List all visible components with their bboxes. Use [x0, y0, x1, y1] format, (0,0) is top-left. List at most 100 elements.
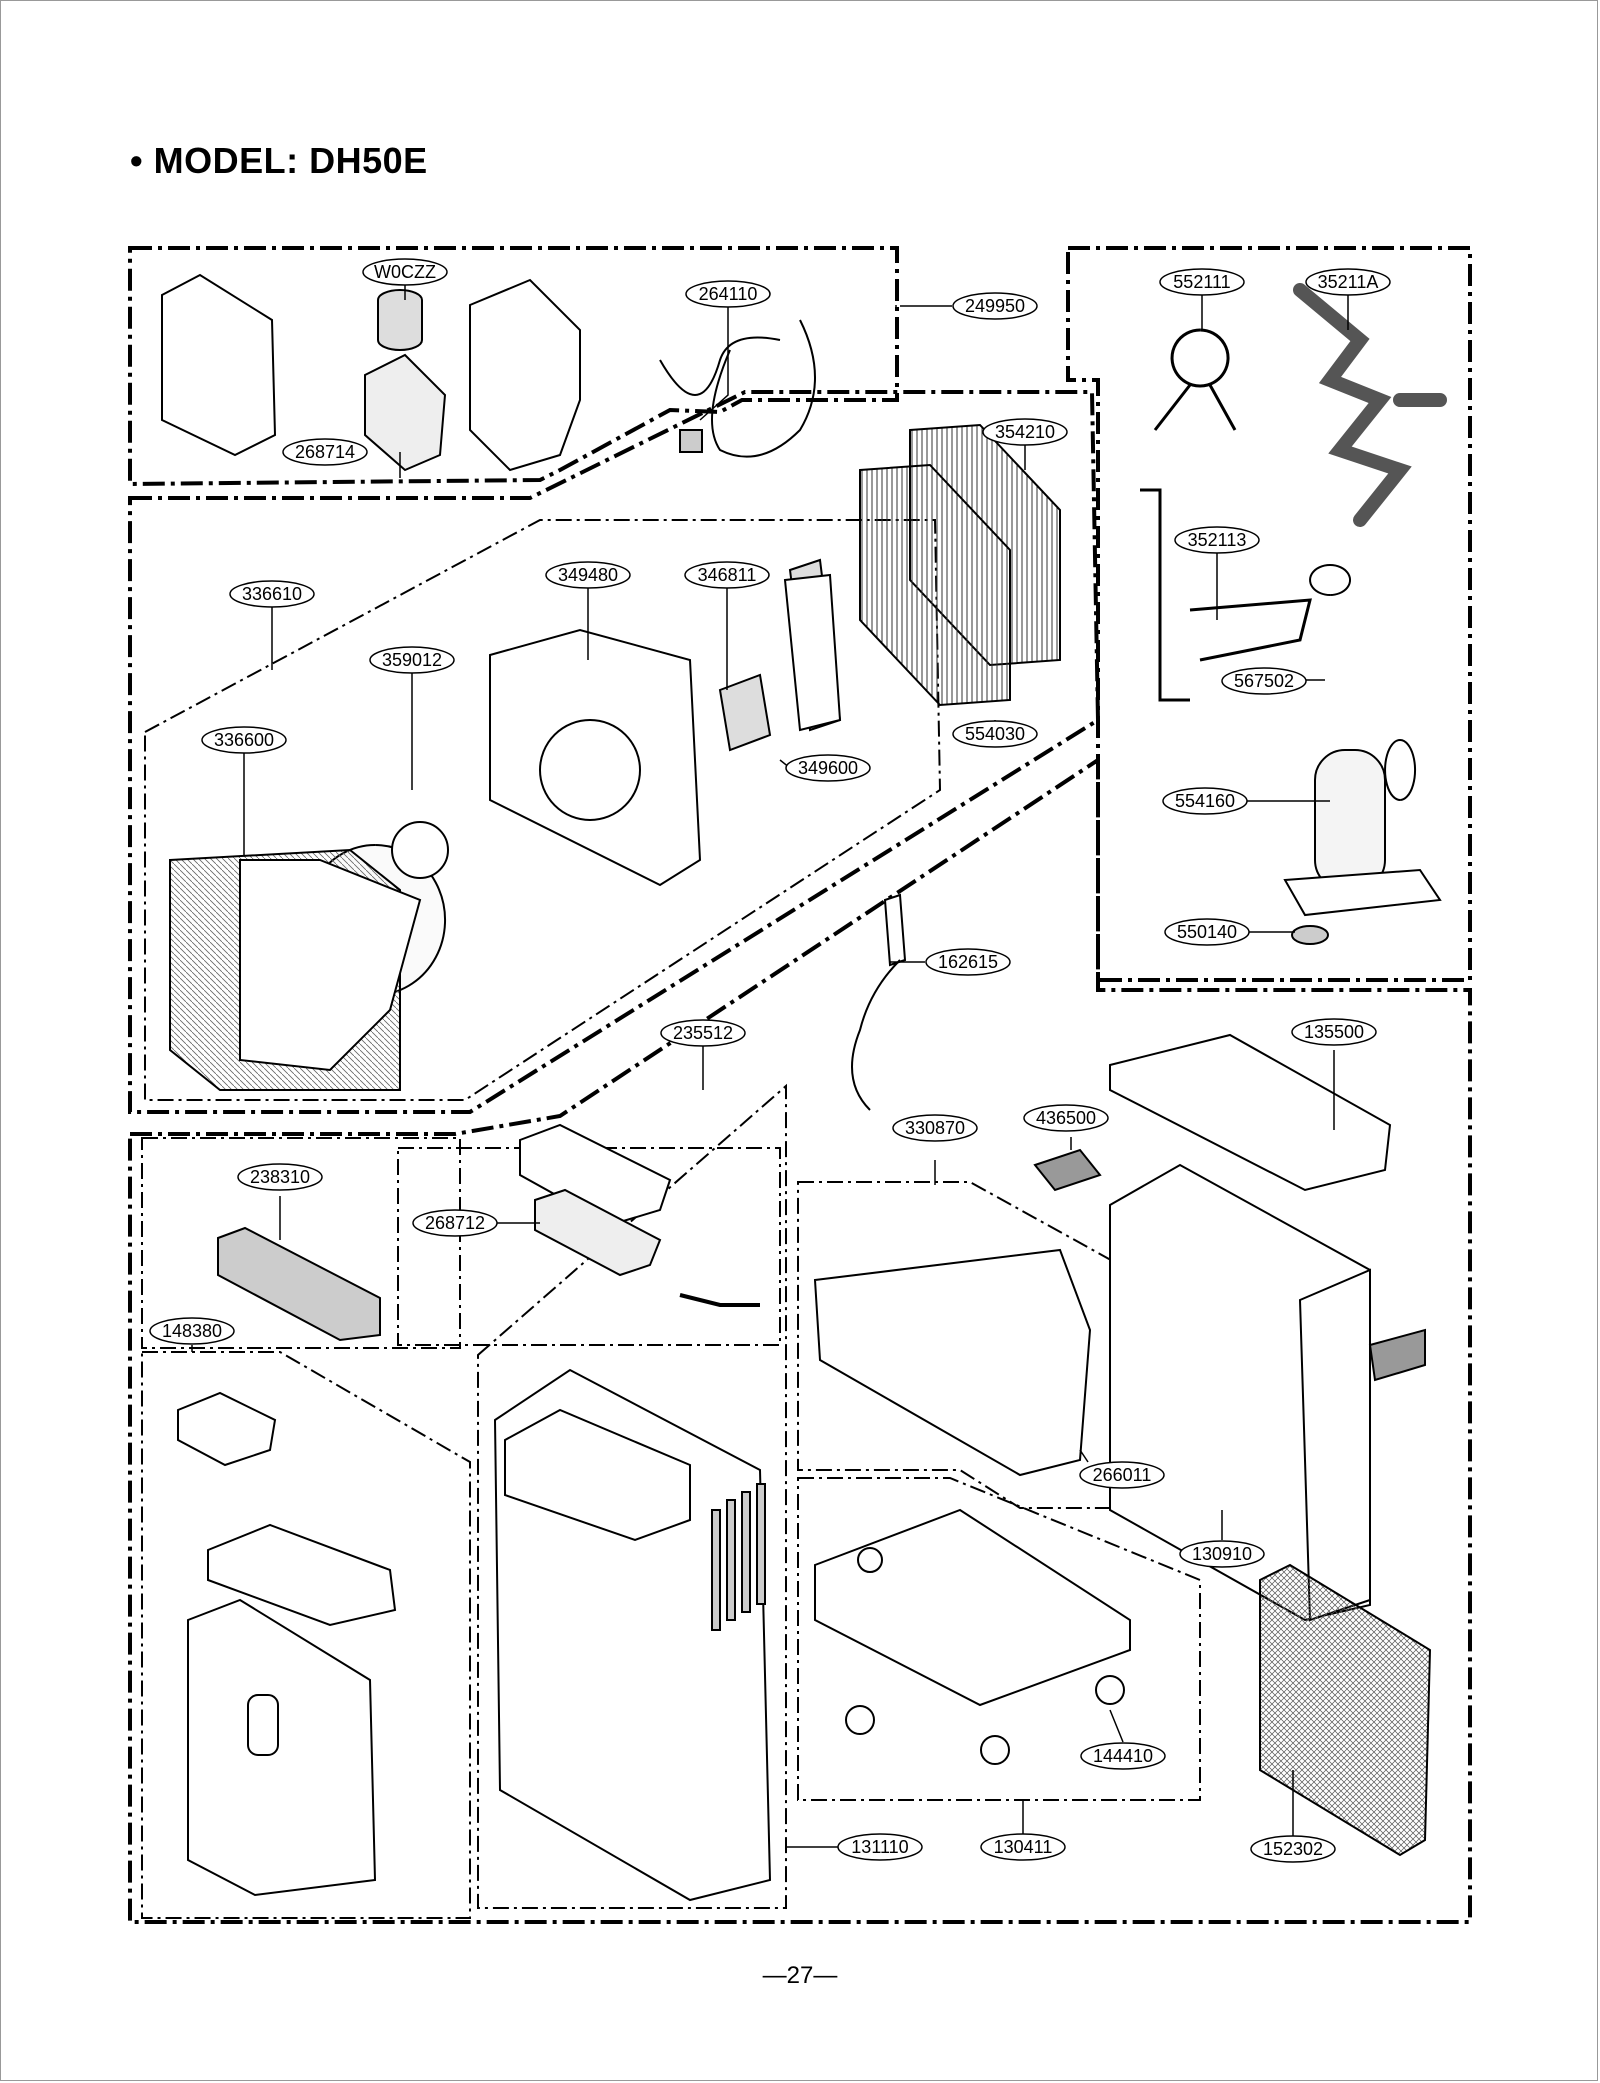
casters: [845, 1547, 1125, 1765]
page-number: —27—: [762, 1962, 838, 1989]
base-pan: [814, 1508, 1131, 1707]
svg-text:349480: 349480: [558, 565, 618, 585]
svg-text:131110: 131110: [851, 1837, 908, 1857]
control-box-frame: [469, 278, 581, 472]
rear-cabinet: [1109, 1163, 1371, 1622]
callout-148380: 148380: [149, 1317, 235, 1345]
svg-text:35211A: 35211A: [1318, 272, 1379, 292]
callout-152302: 152302: [1250, 1835, 1336, 1863]
motor-mount: [783, 573, 842, 732]
inner-fan-outline: [144, 519, 942, 1101]
evaporator-coil: [859, 463, 1011, 707]
outline-fan-assembly: [128, 390, 1101, 1114]
callout-554160: 554160: [1162, 787, 1248, 815]
outline-refrigeration: [1066, 246, 1472, 982]
callout-131110: 131110: [837, 1833, 923, 1861]
filter-frame: [1033, 1148, 1102, 1192]
callout-162615: 162615: [925, 948, 1011, 976]
overload-protector: [1309, 564, 1351, 596]
svg-text:235512: 235512: [673, 1023, 733, 1043]
callout-249950: 249950: [952, 292, 1038, 320]
inner-base-pan: [797, 1477, 1201, 1801]
inner-front-cabinet: [477, 1083, 787, 1909]
svg-text:346811: 346811: [698, 565, 757, 585]
callout-264110: 264110: [685, 280, 771, 308]
front-panel-opening: [504, 1408, 691, 1542]
callout-266011: 266011: [1079, 1461, 1165, 1489]
callout-35211a: 35211A: [1305, 268, 1391, 296]
drain-pan: [813, 1248, 1092, 1477]
tank-inner: [207, 1523, 397, 1627]
component-drawings: [161, 273, 1447, 1902]
callout-336600: 336600: [201, 726, 287, 754]
svg-text:349600: 349600: [798, 758, 858, 778]
svg-text:162615: 162615: [938, 952, 998, 972]
callout-554030: 554030: [952, 720, 1038, 748]
callout-550140: 550140: [1164, 918, 1250, 946]
inner-display-pcb: [397, 1147, 781, 1346]
svg-text:567502: 567502: [1234, 671, 1294, 691]
callout-567502: 567502: [1221, 667, 1307, 695]
callout-268712: 268712: [412, 1209, 498, 1237]
svg-text:554030: 554030: [965, 724, 1025, 744]
callout-238310: 238310: [237, 1163, 323, 1191]
side-louvers: [711, 1483, 766, 1631]
control-panel-decal: [217, 1226, 381, 1342]
svg-text:268712: 268712: [425, 1213, 485, 1233]
capacitor: [377, 289, 423, 351]
fan-housing-opening: [539, 719, 641, 821]
shroud-panel: [239, 859, 422, 1072]
ribbon-cable: [679, 1293, 760, 1307]
callout-144410: 144410: [1080, 1742, 1166, 1770]
wire-harness-1: [659, 336, 781, 396]
outline-electrical-box: [128, 246, 899, 487]
svg-text:130411: 130411: [994, 1837, 1053, 1857]
svg-text:135500: 135500: [1304, 1022, 1364, 1042]
callout-352113: 352113: [1174, 526, 1260, 554]
compressor-base: [1283, 868, 1442, 917]
callout-552111: 552111: [1159, 268, 1245, 296]
callout-330870: 330870: [892, 1114, 978, 1142]
rubber-grommet: [1291, 925, 1329, 945]
inner-water-tank: [141, 1351, 471, 1919]
svg-text:249950: 249950: [965, 296, 1025, 316]
part-callouts: W0CZZ 264110 249950 268714 552111 35211A…: [149, 258, 1391, 1863]
callout-336610: 336610: [229, 580, 315, 608]
display-cover: [519, 1123, 672, 1227]
fan-hub: [391, 821, 449, 879]
svg-text:554160: 554160: [1175, 791, 1235, 811]
callout-235512: 235512: [660, 1019, 746, 1047]
callout-w0czz: W0CZZ: [362, 258, 448, 286]
svg-text:552111: 552111: [1173, 272, 1230, 292]
inner-control-panel: [141, 1137, 461, 1349]
svg-text:W0CZZ: W0CZZ: [374, 262, 436, 282]
svg-text:266011: 266011: [1093, 1465, 1152, 1485]
discharge-pipe: [1140, 488, 1312, 702]
handle-insert: [1368, 1328, 1426, 1382]
tank-body: [187, 1598, 377, 1897]
accumulator: [1384, 739, 1417, 801]
sub-section-outlines: [141, 519, 1201, 1919]
svg-text:152302: 152302: [1263, 1839, 1323, 1859]
svg-text:436500: 436500: [1036, 1108, 1096, 1128]
callout-354210: 354210: [982, 418, 1068, 446]
callout-135500: 135500: [1291, 1018, 1377, 1046]
power-plug: [679, 429, 703, 453]
model-title: • MODEL: DH50E: [130, 140, 428, 181]
svg-text:359012: 359012: [382, 650, 442, 670]
top-cover: [1109, 1033, 1392, 1192]
svg-text:130910: 130910: [1192, 1544, 1252, 1564]
svg-text:352113: 352113: [1188, 530, 1247, 550]
fan-motor: [718, 673, 772, 752]
display-pcb: [534, 1188, 662, 1277]
callout-346811: 346811: [684, 561, 770, 589]
inner-drain-pan: [797, 1181, 1166, 1509]
tank-handle: [247, 1694, 279, 1756]
svg-text:330870: 330870: [905, 1118, 965, 1138]
air-filter: [1259, 1563, 1432, 1857]
callout-436500: 436500: [1023, 1104, 1109, 1132]
callout-349480: 349480: [545, 561, 631, 589]
